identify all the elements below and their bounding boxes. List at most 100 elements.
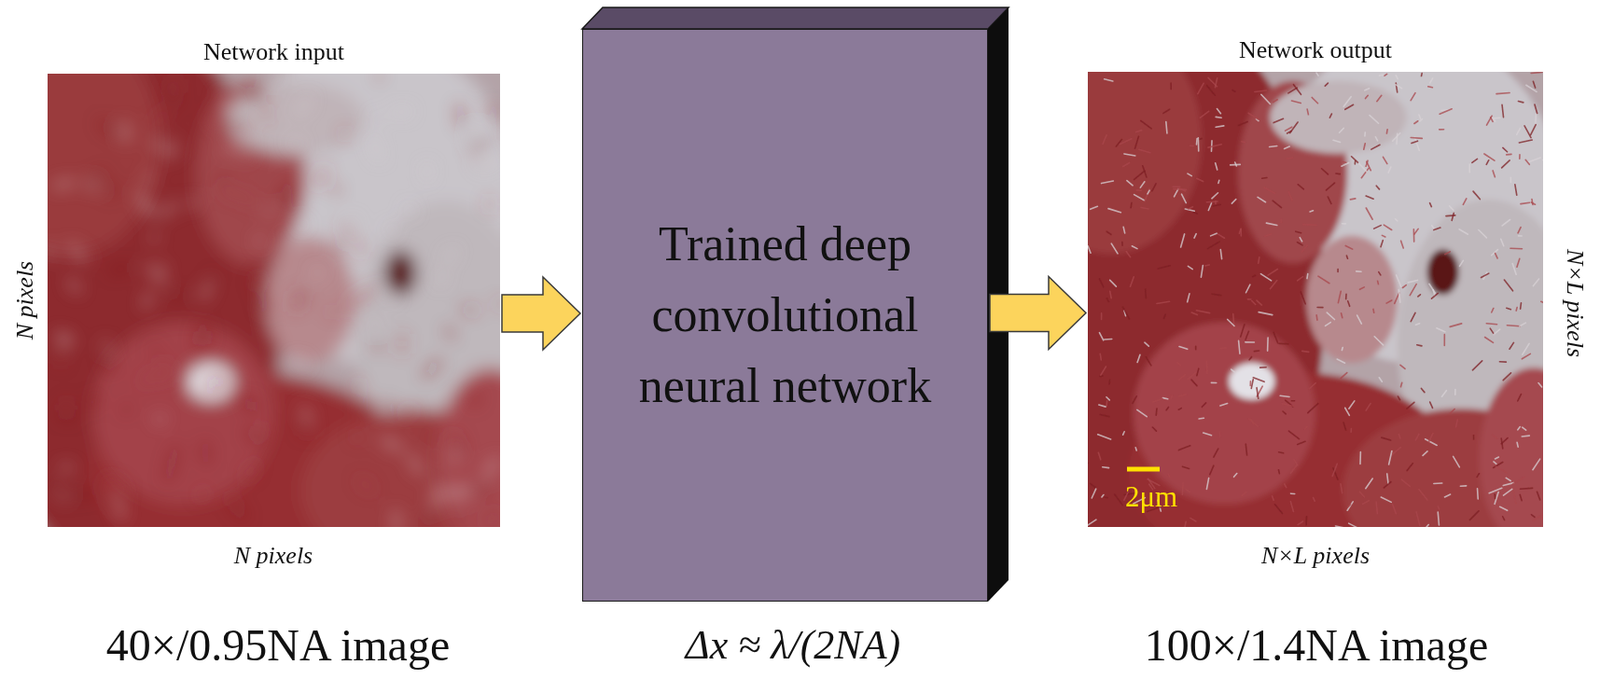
tissue-fibre <box>1210 233 1217 237</box>
tissue-fibre <box>1272 99 1278 103</box>
tissue-fibre <box>1136 189 1141 192</box>
tissue-fibre <box>451 457 457 460</box>
tissue-fibre <box>1335 526 1350 528</box>
tissue-fibre <box>1104 338 1113 341</box>
tissue-fibre <box>1537 491 1541 501</box>
tissue-fibre <box>1493 494 1496 500</box>
tissue-fibre <box>1212 204 1221 207</box>
tissue-fibre <box>1245 331 1249 340</box>
tissue-fibre <box>1347 501 1353 511</box>
tissue-fibre <box>1521 434 1530 437</box>
tissue-fibre <box>1210 382 1216 385</box>
tissue-fibre <box>1140 207 1149 209</box>
tissue-fibre <box>1422 451 1428 457</box>
tissue-region <box>1427 249 1460 295</box>
tissue-fibre <box>1162 398 1168 400</box>
tissue-fibre <box>1166 406 1169 410</box>
tissue-fibre <box>1245 284 1250 293</box>
tissue-fibre <box>315 169 327 185</box>
tissue-regions <box>1087 71 1544 528</box>
tissue-fibre <box>1374 225 1381 229</box>
tissue-regions <box>47 73 501 528</box>
tissue-fibre <box>1430 402 1434 408</box>
tissue-fibre <box>1217 180 1220 183</box>
tissue-fibre <box>107 479 126 489</box>
tissue-fibre <box>1386 300 1392 304</box>
tissue-fibre <box>491 106 496 120</box>
tissue-fibre <box>1293 459 1298 465</box>
tissue-fibre <box>1279 343 1289 346</box>
tissue-fibre <box>1538 383 1543 388</box>
tissue-fibre <box>1273 118 1283 123</box>
block-arrow <box>501 277 581 350</box>
tissue-fibre <box>145 294 149 307</box>
tissue-fibre <box>1163 109 1170 113</box>
tissue-fibre <box>486 459 498 476</box>
tissue-fibre <box>1258 312 1273 316</box>
tissue-fibre <box>433 473 437 478</box>
tissue-fibre <box>1185 489 1190 493</box>
tissue-fibre <box>1305 426 1308 429</box>
tissue-fibre <box>1349 429 1352 433</box>
tissue-fibre <box>110 184 116 195</box>
tissue-fibre <box>1307 403 1319 414</box>
tissue-fibre <box>1410 93 1416 101</box>
tissue-fibre <box>1134 170 1145 180</box>
tissue-fibre <box>1454 389 1457 396</box>
tissue-fibre <box>140 195 148 209</box>
tissue-fibre <box>1234 473 1238 478</box>
tissue-fibre <box>211 378 229 386</box>
tissue-fibre <box>1528 157 1541 163</box>
tissue-fibre <box>1518 154 1521 159</box>
tissue-fibre <box>1349 197 1355 201</box>
tissue-fibre <box>1349 523 1360 528</box>
tissue-fibre <box>1530 71 1543 73</box>
tissue-fibre <box>353 220 356 223</box>
tissue-fibre <box>1137 409 1147 417</box>
tissue-fibre <box>1181 234 1185 248</box>
tissue-fibre <box>1191 379 1197 387</box>
tissue-fibre <box>1238 121 1248 126</box>
tissue-fibre <box>1115 139 1122 147</box>
tissue-fibre <box>1267 269 1278 277</box>
tissue-fibre <box>204 445 207 462</box>
tissue-fibre <box>1415 323 1420 325</box>
tissue-fibre <box>341 225 353 234</box>
tissue-fibre <box>1518 139 1532 143</box>
tissue-fibre <box>485 514 500 525</box>
tissue-fibre <box>1381 437 1392 441</box>
tissue-fibre <box>1419 114 1421 119</box>
tissue-fibre <box>243 401 255 411</box>
tissue-fibre <box>1197 138 1200 152</box>
tissue-fibre <box>349 293 358 310</box>
tissue-fibre <box>1316 72 1319 76</box>
sharp-tissue-image <box>1087 71 1544 528</box>
tissue-region <box>1479 367 1544 528</box>
tissue-fibre <box>1387 473 1389 485</box>
tissue-fibre <box>1462 198 1466 206</box>
tissue-fibre <box>1364 88 1370 91</box>
tissue-fibre <box>1131 246 1138 250</box>
tissue-fibre <box>1272 496 1274 501</box>
tissue-fibre <box>1516 442 1518 447</box>
tissue-fibre <box>1358 163 1367 172</box>
tissue-fibre <box>1468 164 1471 173</box>
tissue-fibre <box>199 492 206 498</box>
tissue-fibre <box>1460 485 1466 487</box>
block-arrow <box>989 277 1086 350</box>
tissue-fibre <box>1460 260 1464 266</box>
tissue-fibre <box>1207 241 1220 249</box>
tissue-fibre <box>1135 136 1140 149</box>
tissue-fibre <box>90 396 97 407</box>
tissue-fibre <box>69 280 80 291</box>
tissue-fibre <box>1512 264 1517 276</box>
tissue-fibre <box>1291 400 1294 403</box>
tissue-fibre <box>230 496 233 501</box>
tissue-fibre <box>207 114 223 125</box>
tissue-fibre <box>1208 77 1217 86</box>
tissue-fibre <box>1433 482 1443 485</box>
tissue-fibre <box>1147 190 1150 195</box>
tissue-fibre <box>153 347 157 351</box>
tissue-fibre <box>1459 229 1468 235</box>
tissue-fibre <box>1170 395 1172 399</box>
